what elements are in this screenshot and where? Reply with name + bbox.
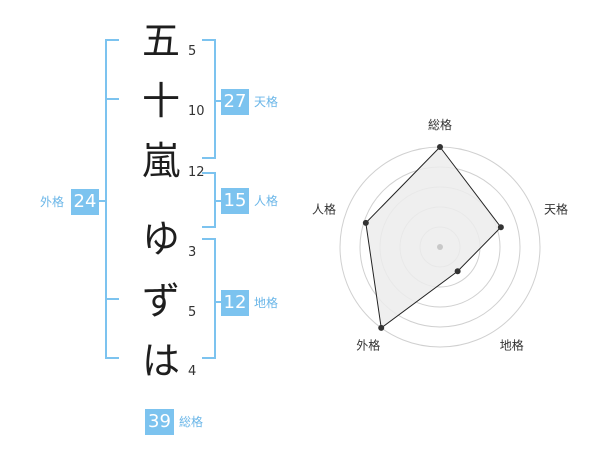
chikaku-bracket-bottom [202,357,216,359]
radar-point-2 [497,224,504,231]
chikaku-badge: 12 [221,290,249,316]
stroke-count-1: 5 [188,44,197,59]
gaikaku-bracket-tick-2 [105,298,119,300]
gaikaku-bracket-tick-1 [105,98,119,100]
radar-point-1 [437,144,443,150]
name-character-6: は [141,339,180,383]
stroke-count-4: 3 [188,245,197,260]
chikaku-bracket-vertical [214,238,216,359]
radar-axis-label-3: 地格 [500,338,524,353]
radar-axis-label-2: 天格 [544,201,568,216]
jinkaku-bracket-top [202,172,216,174]
gaikaku-connector [98,200,107,202]
gaikaku-badge: 24 [71,189,99,215]
chikaku-bracket-top [202,238,216,240]
radar-axis-label-1: 総格 [428,117,452,132]
stroke-count-2: 10 [188,104,205,119]
tenkaku-label: 天格 [254,95,279,109]
gaikaku-bracket-vertical [105,39,107,359]
name-character-5: ず [141,279,180,323]
radar-center-dot [437,244,443,250]
tenkaku-bracket-top [202,39,216,41]
jinkaku-label: 人格 [254,194,279,208]
gaikaku-bracket-bottom [105,357,119,359]
jinkaku-badge: 15 [221,188,249,214]
soukaku-label: 総格 [179,415,204,429]
name-character-1: 五 [141,19,180,63]
jinkaku-connector [214,200,222,202]
radar-point-5 [362,219,369,226]
soukaku-badge: 39 [145,409,174,435]
tenkaku-bracket-vertical [214,39,216,159]
tenkaku-badge: 27 [221,89,249,115]
tenkaku-bracket-bottom [202,157,216,159]
name-character-2: 十 [141,79,180,123]
chikaku-connector [214,301,222,303]
radar-point-4 [378,324,385,331]
tenkaku-connector [214,100,222,102]
gaikaku-bracket-top [105,39,119,41]
name-character-4: ゆ [141,217,180,261]
stroke-count-6: 4 [188,364,197,379]
radar-polygon [365,146,502,329]
radar-axis-label-4: 外格 [356,338,380,353]
stroke-count-3: 12 [188,165,205,180]
radar-axis-label-5: 人格 [312,201,336,216]
chikaku-label: 地格 [254,296,279,310]
jinkaku-bracket-bottom [202,226,216,228]
name-character-3: 嵐 [141,139,180,183]
stroke-count-5: 5 [188,305,197,320]
radar-point-3 [454,268,461,275]
gaikaku-label: 外格 [40,195,65,209]
